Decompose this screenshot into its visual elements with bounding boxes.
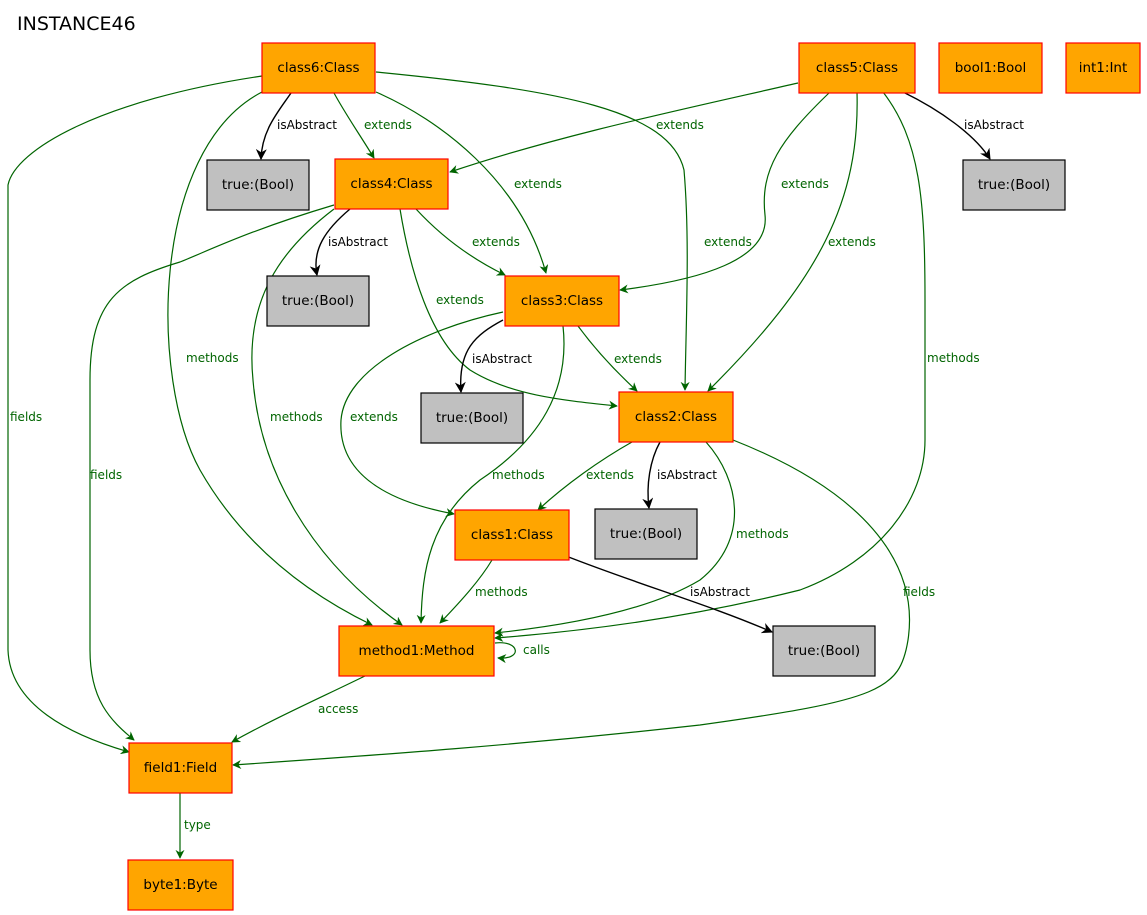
- node-method1[interactable]: method1:Method: [338, 625, 495, 677]
- node-class4[interactable]: class4:Class: [334, 158, 449, 210]
- edge-class3-methods-method1[interactable]: methods: [416, 325, 565, 624]
- edge-label: isAbstract: [964, 118, 1024, 132]
- edge-label: isAbstract: [328, 235, 388, 249]
- node-class1[interactable]: class1:Class: [454, 509, 570, 561]
- edge-label: extends: [781, 177, 829, 191]
- edge-method1-calls-self[interactable]: calls: [494, 642, 550, 664]
- edge-label: methods: [475, 585, 528, 599]
- edge-label: fields: [90, 468, 122, 482]
- node-class2[interactable]: class2:Class: [618, 391, 734, 443]
- node-label: int1:Int: [1079, 60, 1128, 76]
- node-true-class5[interactable]: true:(Bool): [962, 159, 1066, 211]
- node-true-class1[interactable]: true:(Bool): [772, 625, 876, 677]
- edge-label: fields: [10, 410, 42, 424]
- edge-class2-isabstract[interactable]: isAbstract: [642, 441, 717, 510]
- diagram-title: INSTANCE46: [17, 13, 136, 35]
- edge-label: extends: [656, 118, 704, 132]
- edge-label: isAbstract: [657, 468, 717, 482]
- edge-label: type: [184, 818, 211, 832]
- edge-class3-isabstract[interactable]: isAbstract: [454, 319, 533, 394]
- edge-label: methods: [492, 468, 545, 482]
- edge-label: extends: [828, 235, 876, 249]
- node-label: true:(Bool): [222, 177, 294, 193]
- node-label: field1:Field: [144, 760, 217, 776]
- node-label: true:(Bool): [978, 177, 1050, 193]
- edge-class6-extends-class2[interactable]: extends: [375, 71, 752, 391]
- edge-label: extends: [436, 293, 484, 307]
- edge-class6-isabstract[interactable]: isAbstract: [255, 92, 337, 161]
- node-true-class2[interactable]: true:(Bool): [594, 508, 698, 560]
- node-label: true:(Bool): [610, 526, 682, 542]
- edge-class5-methods-method1[interactable]: methods: [494, 91, 980, 642]
- edge-class4-extends-class2[interactable]: extends: [399, 208, 618, 410]
- node-class6[interactable]: class6:Class: [261, 42, 376, 94]
- edge-method1-access-field1[interactable]: access: [231, 674, 368, 743]
- node-label: true:(Bool): [436, 410, 508, 426]
- edge-label: methods: [270, 410, 323, 424]
- edge-class1-isabstract[interactable]: isAbstract: [565, 555, 774, 634]
- node-label: class5:Class: [816, 60, 898, 76]
- edge-class5-isabstract[interactable]: isAbstract: [902, 91, 1024, 160]
- node-label: class6:Class: [277, 60, 359, 76]
- edge-class2-extends-class1[interactable]: extends: [537, 441, 634, 511]
- edge-class3-extends-class2[interactable]: extends: [577, 325, 662, 392]
- edge-label: extends: [364, 118, 412, 132]
- edge-class2-fields-field1[interactable]: fields: [232, 439, 935, 769]
- node-true-class6[interactable]: true:(Bool): [206, 159, 310, 211]
- edge-class6-extends-class4[interactable]: extends: [333, 92, 412, 159]
- edge-class4-isabstract[interactable]: isAbstract: [309, 208, 388, 277]
- node-label: class3:Class: [521, 293, 603, 309]
- edge-label: isAbstract: [472, 352, 532, 366]
- edge-class3-extends-class1[interactable]: extends: [340, 311, 504, 517]
- node-label: true:(Bool): [788, 643, 860, 659]
- edge-class4-fields-field1[interactable]: fields: [89, 204, 335, 741]
- node-byte1[interactable]: byte1:Byte: [127, 859, 234, 911]
- node-class3[interactable]: class3:Class: [504, 275, 620, 327]
- edge-class5-extends-class2[interactable]: extends: [707, 91, 876, 392]
- node-field1[interactable]: field1:Field: [128, 742, 233, 794]
- edge-label: isAbstract: [690, 585, 750, 599]
- node-true-class3[interactable]: true:(Bool): [420, 392, 524, 444]
- edge-label: extends: [350, 410, 398, 424]
- edge-class6-methods-method1[interactable]: methods: [167, 91, 373, 626]
- node-bool1[interactable]: bool1:Bool: [938, 42, 1043, 94]
- edge-class4-extends-class3[interactable]: extends: [415, 208, 520, 276]
- node-label: byte1:Byte: [143, 877, 217, 893]
- edge-label: methods: [736, 527, 789, 541]
- edge-label: isAbstract: [277, 118, 337, 132]
- node-label: true:(Bool): [282, 293, 354, 309]
- edges: isAbstract extends extends extends metho…: [7, 71, 1024, 859]
- node-label: bool1:Bool: [955, 60, 1027, 76]
- node-class5[interactable]: class5:Class: [798, 42, 916, 94]
- edge-label: extends: [514, 177, 562, 191]
- edge-label: extends: [704, 235, 752, 249]
- edge-label: methods: [927, 351, 980, 365]
- edge-label: extends: [472, 235, 520, 249]
- edge-class6-fields-field1[interactable]: fields: [7, 75, 263, 755]
- edge-label: calls: [523, 643, 550, 657]
- edge-field1-type-byte1[interactable]: type: [175, 793, 211, 859]
- edge-label: access: [318, 702, 358, 716]
- edge-label: extends: [586, 468, 634, 482]
- edge-class6-extends-class3[interactable]: extends: [375, 91, 562, 274]
- edge-label: methods: [186, 351, 239, 365]
- node-label: class2:Class: [635, 409, 717, 425]
- nodes: class6:Class class5:Class bool1:Bool int…: [127, 42, 1141, 911]
- node-true-class4[interactable]: true:(Bool): [266, 275, 370, 327]
- node-int1[interactable]: int1:Int: [1065, 42, 1141, 94]
- edge-label: fields: [903, 585, 935, 599]
- edge-class4-methods-method1[interactable]: methods: [251, 208, 403, 626]
- edge-class1-methods-method1[interactable]: methods: [439, 559, 528, 624]
- node-label: method1:Method: [359, 643, 475, 659]
- edge-class5-extends-class4[interactable]: extends: [449, 82, 799, 174]
- edge-class5-extends-class3[interactable]: extends: [619, 91, 831, 294]
- edge-class2-methods-method1[interactable]: methods: [494, 441, 789, 637]
- node-label: class1:Class: [471, 527, 553, 543]
- node-label: class4:Class: [350, 176, 432, 192]
- edge-label: extends: [614, 352, 662, 366]
